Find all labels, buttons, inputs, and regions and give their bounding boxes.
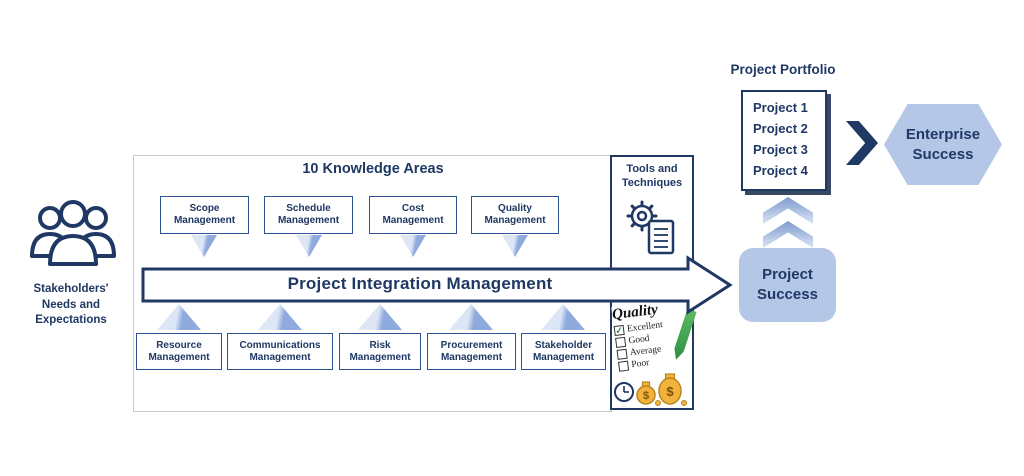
knowledge-box-communications: Communications Management xyxy=(227,333,333,370)
project-success-box: Project Success xyxy=(739,248,836,322)
knowledge-box-resource: Resource Management xyxy=(136,333,222,370)
stakeholders-icon xyxy=(30,200,116,266)
knowledge-box-stakeholder: Stakeholder Management xyxy=(521,333,606,370)
enterprise-success-shape: Enterprise Success xyxy=(884,104,1002,185)
chevron-right-icon xyxy=(846,121,878,165)
chevron-up-icon xyxy=(763,221,813,248)
portfolio-item: Project 3 xyxy=(753,142,808,157)
knowledge-box-scope: Scope Management xyxy=(160,196,249,234)
portfolio-item: Project 4 xyxy=(753,163,808,178)
gear-document-icon xyxy=(626,200,675,255)
knowledge-box-cost: Cost Management xyxy=(369,196,457,234)
portfolio-title: Project Portfolio xyxy=(730,62,836,77)
knowledge-box-procurement: Procurement Management xyxy=(427,333,516,370)
stakeholders-label-line1: Stakeholders' xyxy=(33,283,109,295)
chevron-up-icon xyxy=(763,197,813,224)
stakeholders-label-line2: Needs and xyxy=(41,298,101,311)
dollar-sign: $ xyxy=(666,384,674,399)
portfolio-item: Project 2 xyxy=(753,121,808,136)
knowledge-box-risk: Risk Management xyxy=(339,333,421,370)
checklist-item-label: Poor xyxy=(630,358,650,371)
dollar-sign: $ xyxy=(643,390,649,402)
integration-arrow-label: Project Integration Management xyxy=(287,274,553,293)
integration-arrow xyxy=(141,255,733,315)
stakeholders-label: Stakeholders' Needs and Expectations xyxy=(10,282,132,329)
portfolio-item: Project 1 xyxy=(753,100,808,115)
checkbox-checked-icon: ✓ xyxy=(613,324,625,337)
stakeholders-label-line3: Expectations xyxy=(35,314,107,327)
checkbox-empty-icon xyxy=(616,348,628,360)
knowledge-areas-title: 10 Knowledge Areas xyxy=(302,161,444,177)
tools-techniques-title: Tools and Techniques xyxy=(621,163,683,189)
clock-and-money-icon: $ $ xyxy=(614,373,687,406)
checklist-item-label: Good xyxy=(627,333,651,347)
knowledge-box-quality: Quality Management xyxy=(471,196,559,234)
knowledge-box-schedule: Schedule Management xyxy=(264,196,353,234)
checkbox-empty-icon xyxy=(615,336,627,348)
portfolio-box: Project 1 Project 2 Project 3 Project 4 xyxy=(741,90,827,191)
